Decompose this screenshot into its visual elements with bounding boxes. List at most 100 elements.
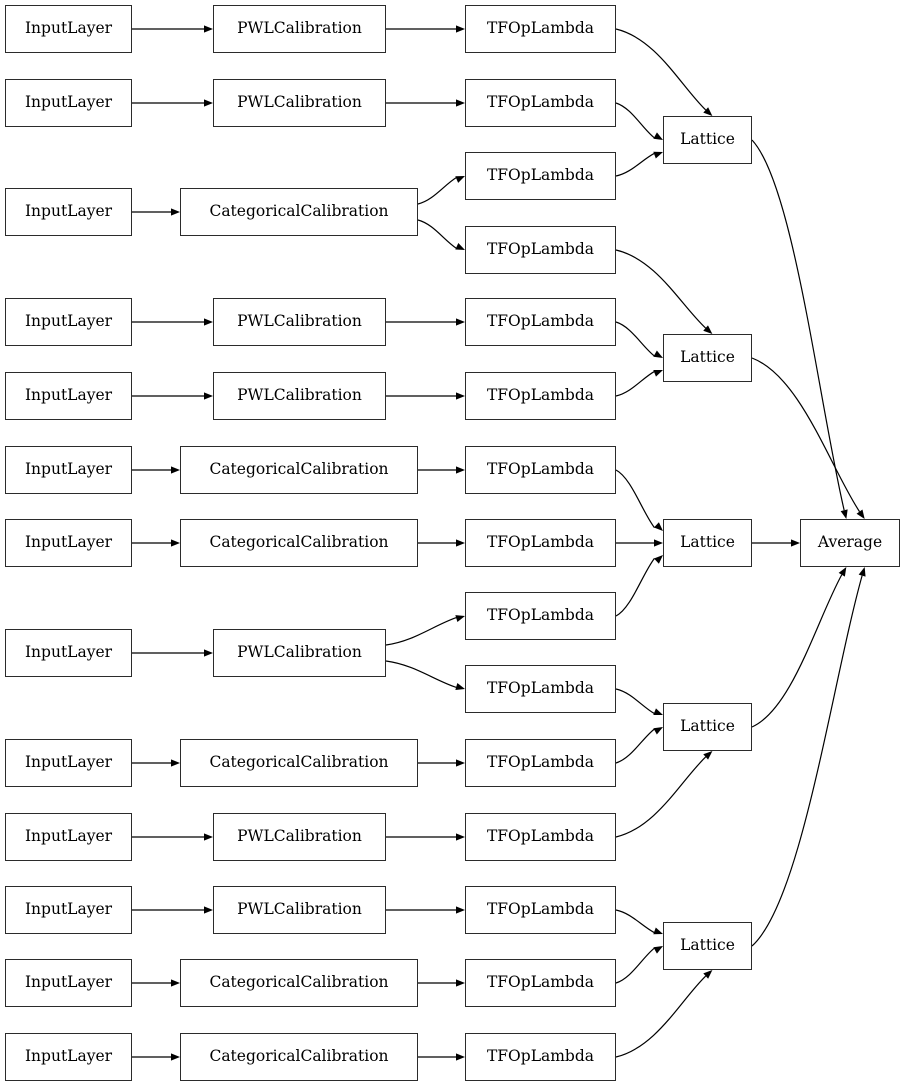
arrowhead-op15-to-lat5 <box>703 970 713 979</box>
arrowhead-cal10-to-op12 <box>456 833 465 841</box>
node-pwl-cal11: PWLCalibration <box>213 886 386 934</box>
arrowhead-op9-to-lat3 <box>653 555 663 564</box>
arrowhead-in5-to-cal5 <box>204 392 213 400</box>
node-tfop-op4: TFOpLambda <box>465 226 616 274</box>
arrowhead-cal13-to-op15 <box>456 1053 465 1061</box>
arrowhead-lat4-to-avg <box>838 567 847 577</box>
arrowhead-op8-to-lat3 <box>654 539 663 547</box>
arrowhead-op4-to-lat2 <box>703 325 713 334</box>
edge-op12-to-lat4 <box>615 756 707 838</box>
node-tfop-op3: TFOpLambda <box>465 152 616 200</box>
node-label: InputLayer <box>24 202 113 221</box>
node-label: CategoricalCalibration <box>209 1047 389 1066</box>
node-label: InputLayer <box>24 900 113 919</box>
node-pwl-cal2: PWLCalibration <box>213 79 386 127</box>
node-input-in1: InputLayer <box>5 5 132 53</box>
node-label: TFOpLambda <box>486 312 595 331</box>
edge-op10-to-lat4 <box>615 688 655 715</box>
arrowhead-op6-to-lat2 <box>653 369 663 377</box>
node-input-in9: InputLayer <box>5 739 132 787</box>
node-label: TFOpLambda <box>486 606 595 625</box>
arrowhead-in1-to-cal1 <box>204 25 213 33</box>
edge-op14-to-lat5 <box>615 947 655 984</box>
node-pwl-cal1: PWLCalibration <box>213 5 386 53</box>
node-lattice-lat3: Lattice <box>663 519 752 567</box>
node-categorical-cal13: CategoricalCalibration <box>180 1033 418 1081</box>
node-tfop-op1: TFOpLambda <box>465 5 616 53</box>
node-label: TFOpLambda <box>486 533 595 552</box>
node-pwl-cal5: PWLCalibration <box>213 372 386 420</box>
node-label: Average <box>817 533 883 552</box>
node-pwl-cal4: PWLCalibration <box>213 298 386 346</box>
node-label: TFOpLambda <box>486 93 595 112</box>
node-lattice-lat2: Lattice <box>663 334 752 382</box>
node-tfop-op15: TFOpLambda <box>465 1033 616 1081</box>
edge-cal3-to-op3 <box>417 177 457 205</box>
arrowhead-cal8-to-op9 <box>455 615 465 623</box>
node-label: InputLayer <box>24 753 113 772</box>
edge-op3-to-lat1 <box>615 152 655 177</box>
arrowhead-op10-to-lat4 <box>653 708 663 716</box>
edge-op13-to-lat5 <box>615 909 655 934</box>
node-label: TFOpLambda <box>486 166 595 185</box>
node-label: CategoricalCalibration <box>209 753 389 772</box>
arrowhead-in6-to-cal6 <box>171 466 180 474</box>
arrowhead-in2-to-cal2 <box>204 99 213 107</box>
node-label: InputLayer <box>24 460 113 479</box>
node-average-avg: Average <box>800 519 900 567</box>
node-label: Lattice <box>680 533 735 552</box>
node-label: TFOpLambda <box>486 827 595 846</box>
edge-op5-to-lat2 <box>615 321 655 357</box>
arrowhead-cal11-to-op13 <box>456 906 465 914</box>
node-input-in12: InputLayer <box>5 959 132 1007</box>
arrowhead-in3-to-cal3 <box>171 208 180 216</box>
node-tfop-op8: TFOpLambda <box>465 519 616 567</box>
arrowhead-in12-to-cal12 <box>171 979 180 987</box>
node-label: PWLCalibration <box>237 19 362 38</box>
node-categorical-cal9: CategoricalCalibration <box>180 739 418 787</box>
node-categorical-cal12: CategoricalCalibration <box>180 959 418 1007</box>
arrowhead-in9-to-cal9 <box>171 759 180 767</box>
node-input-in4: InputLayer <box>5 298 132 346</box>
arrowhead-in10-to-cal10 <box>204 833 213 841</box>
node-input-in11: InputLayer <box>5 886 132 934</box>
node-label: TFOpLambda <box>486 386 595 405</box>
edge-op1-to-lat1 <box>615 28 707 111</box>
arrowhead-op12-to-lat4 <box>703 751 713 760</box>
arrowhead-op3-to-lat1 <box>653 151 663 159</box>
arrowhead-cal5-to-op6 <box>456 392 465 400</box>
arrowhead-cal3-to-op3 <box>455 176 465 183</box>
node-input-in3: InputLayer <box>5 188 132 236</box>
arrowhead-cal9-to-op11 <box>456 759 465 767</box>
node-input-in8: InputLayer <box>5 629 132 677</box>
node-lattice-lat5: Lattice <box>663 922 752 970</box>
node-label: InputLayer <box>24 1047 113 1066</box>
node-tfop-op7: TFOpLambda <box>465 446 616 494</box>
arrowhead-cal1-to-op1 <box>456 25 465 33</box>
node-lattice-lat1: Lattice <box>663 116 752 164</box>
edge-cal3-to-op4 <box>417 219 457 249</box>
node-input-in5: InputLayer <box>5 372 132 420</box>
node-pwl-cal8: PWLCalibration <box>213 629 386 677</box>
node-input-in6: InputLayer <box>5 446 132 494</box>
arrowhead-op7-to-lat3 <box>653 522 663 531</box>
node-label: TFOpLambda <box>486 460 595 479</box>
node-input-in10: InputLayer <box>5 813 132 861</box>
edge-op7-to-lat3 <box>615 469 655 529</box>
node-tfop-op14: TFOpLambda <box>465 959 616 1007</box>
node-label: Lattice <box>680 130 735 149</box>
node-label: InputLayer <box>24 312 113 331</box>
node-label: PWLCalibration <box>237 93 362 112</box>
edge-op4-to-lat2 <box>615 249 707 329</box>
arrowhead-cal12-to-op14 <box>456 979 465 987</box>
arrowhead-op1-to-lat1 <box>703 107 713 116</box>
arrowhead-lat5-to-avg <box>858 567 866 577</box>
node-label: PWLCalibration <box>237 643 362 662</box>
node-tfop-op10: TFOpLambda <box>465 665 616 713</box>
node-input-in7: InputLayer <box>5 519 132 567</box>
node-tfop-op12: TFOpLambda <box>465 813 616 861</box>
node-label: TFOpLambda <box>486 753 595 772</box>
node-tfop-op11: TFOpLambda <box>465 739 616 787</box>
